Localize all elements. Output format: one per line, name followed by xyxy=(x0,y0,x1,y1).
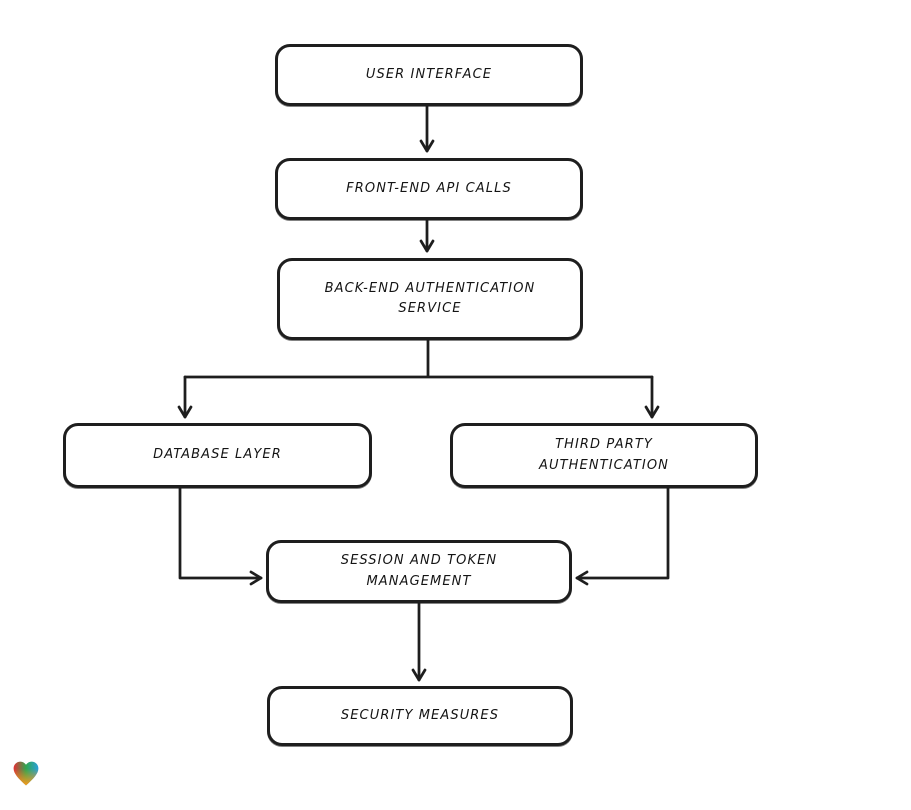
node-front-end-api-calls[interactable]: FRONT-END API CALLS xyxy=(275,158,583,220)
heart-shape-overlay xyxy=(13,761,39,786)
node-label: DATABASE LAYER xyxy=(153,447,282,463)
node-label: SECURITY MEASURES xyxy=(340,707,500,723)
heart-icon[interactable] xyxy=(10,758,42,789)
node-label: THIRD PARTY AUTHENTICATION xyxy=(539,437,669,473)
node-label: USER INTERFACE xyxy=(365,66,493,82)
node-database-layer[interactable]: DATABASE LAYER xyxy=(63,423,372,488)
node-label: BACK-END AUTHENTICATION SERVICE xyxy=(324,280,536,316)
node-third-party-auth[interactable]: THIRD PARTY AUTHENTICATION xyxy=(450,423,758,488)
node-user-interface[interactable]: USER INTERFACE xyxy=(275,44,583,106)
node-label: SESSION AND TOKEN MANAGEMENT xyxy=(340,553,498,589)
node-back-end-auth-service[interactable]: BACK-END AUTHENTICATION SERVICE xyxy=(277,258,583,340)
edge-database-to-session xyxy=(178,486,263,586)
node-security-measures[interactable]: SECURITY MEASURES xyxy=(267,686,573,746)
edge-thirdparty-to-session xyxy=(575,486,670,586)
node-label: FRONT-END API CALLS xyxy=(346,180,512,196)
edge-backend-split xyxy=(183,338,654,379)
node-session-token-mgmt[interactable]: SESSION AND TOKEN MANAGEMENT xyxy=(266,540,572,603)
